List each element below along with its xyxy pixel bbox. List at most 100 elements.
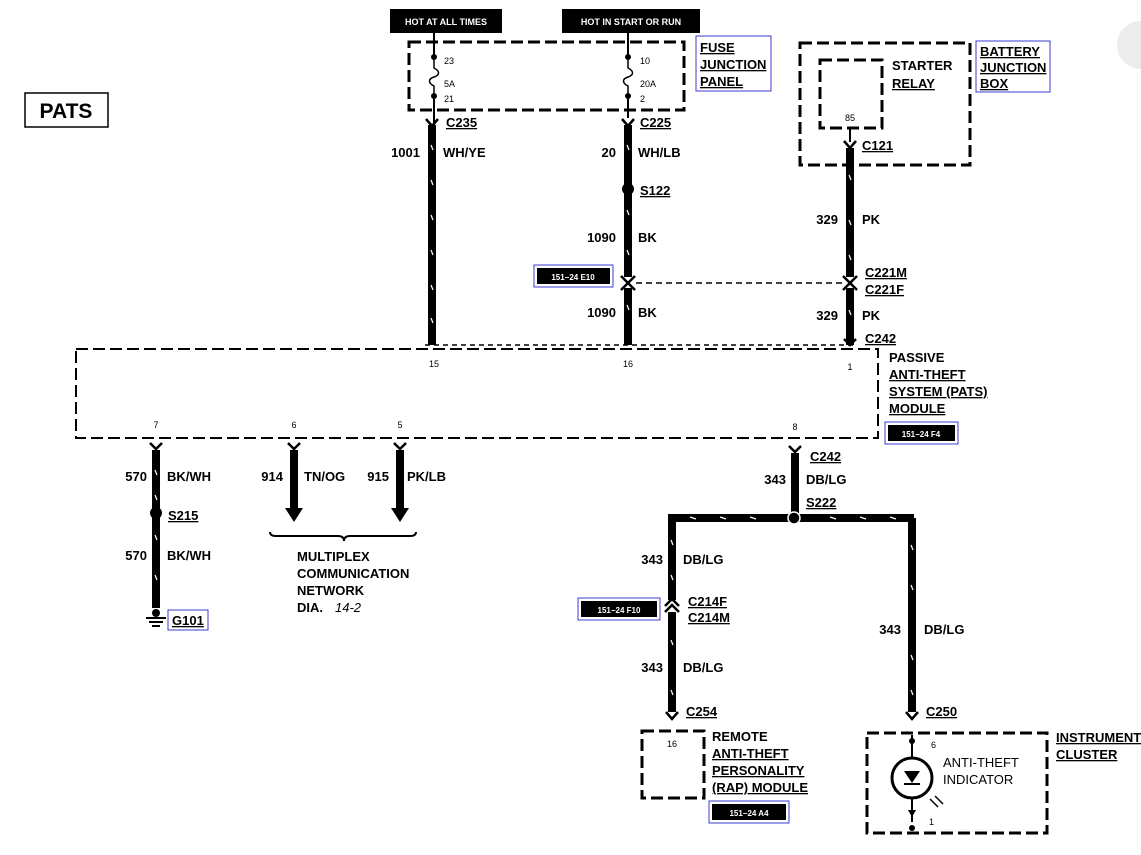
wire-914-color: TN/OG: [304, 469, 345, 484]
battery-junction-box: [798, 41, 972, 167]
multiplex-dia-prefix: DIA.: [297, 600, 323, 615]
pats-pin-5: 5: [397, 420, 402, 430]
wire-343c-color: DB/LG: [683, 660, 723, 675]
wire-329b-color: PK: [862, 308, 881, 323]
wire-343b-circuit: 343: [641, 552, 663, 567]
wire-915-circuit: 915: [367, 469, 389, 484]
multiplex-label-3: NETWORK: [297, 583, 365, 598]
starter-relay-pin: 85: [845, 113, 855, 123]
cluster-pin-6: 6: [931, 740, 936, 750]
fuse-2-symbol: [622, 60, 634, 95]
instrument-cluster-label-1: INSTRUMENT: [1056, 730, 1141, 745]
wire-1001-circuit: 1001: [391, 145, 420, 160]
wire-20-color: WH/LB: [638, 145, 681, 160]
wire-20-circuit: 20: [602, 145, 616, 160]
pats-pin-6: 6: [291, 420, 296, 430]
wire-343d-circuit: 343: [879, 622, 901, 637]
ref-tag-f10: [581, 601, 657, 617]
ref-tag-e10: [537, 268, 610, 284]
wire-343a-circuit: 343: [764, 472, 786, 487]
cluster-pin-1: 1: [929, 817, 934, 827]
pats-module-box: [75, 348, 879, 439]
wire-570a-circuit: 570: [125, 469, 147, 484]
ref-tag-f10-link[interactable]: [577, 597, 661, 621]
wire-343c-circuit: 343: [641, 660, 663, 675]
fuse-junction-panel-label-2: JUNCTION: [700, 57, 766, 72]
pats-pin-8: 8: [792, 422, 797, 432]
ref-tag-f4: [888, 425, 955, 441]
wire-1090a-color: BK: [638, 230, 657, 245]
connector-c242-top: C242: [865, 331, 896, 346]
pats-pin-1: 1: [847, 362, 852, 372]
battery-junction-box-link[interactable]: [975, 40, 1051, 93]
wire-343d-color: DB/LG: [924, 622, 964, 637]
ref-tag-f4-link[interactable]: [884, 421, 959, 445]
battery-junction-box-label-1: BATTERY: [980, 44, 1040, 59]
ref-tag-a4-link[interactable]: [708, 800, 790, 824]
splice-s122: [622, 183, 634, 195]
indicator-label-1: ANTI-THEFT: [943, 755, 1019, 770]
rap-module-box: [640, 729, 706, 800]
rap-module-pin: 16: [667, 739, 677, 749]
fuse-junction-panel-box: [407, 40, 686, 112]
starter-relay-label-1: STARTER: [892, 58, 953, 73]
pats-pin-15: 15: [429, 359, 439, 369]
wire-1090b-circuit: 1090: [587, 305, 616, 320]
wire-570b-circuit: 570: [125, 548, 147, 563]
fuse-1-symbol: [428, 60, 440, 95]
wire-570b-color: BK/WH: [167, 548, 211, 563]
wire-1090b-color: BK: [638, 305, 657, 320]
wire-343a-color: DB/LG: [806, 472, 846, 487]
rap-module-label-4: (RAP) MODULE: [712, 780, 808, 795]
connector-c221f: C221F: [865, 282, 904, 297]
splice-s222-label: S222: [806, 495, 836, 510]
fuse-1-bottom-pin: 21: [444, 94, 454, 104]
connector-c121: C121: [862, 138, 893, 153]
ref-tag-e10-link[interactable]: [533, 264, 614, 288]
wire-329a-color: PK: [862, 212, 881, 227]
ground-g101-link[interactable]: [167, 609, 209, 631]
connector-c242-bottom: C242: [810, 449, 841, 464]
splice-s215: [150, 507, 162, 519]
connector-c250: C250: [926, 704, 957, 719]
fuse-junction-panel-label-1: FUSE: [700, 40, 735, 55]
fuse-2-rating: 20A: [640, 79, 656, 89]
hot-in-start-or-run-header: [562, 9, 700, 33]
pats-module-label-3: SYSTEM (PATS): [889, 384, 987, 399]
pats-module-label-2: ANTI-THEFT: [889, 367, 966, 382]
ground-g101-label: G101: [172, 613, 204, 628]
multiplex-label-2: COMMUNICATION: [297, 566, 409, 581]
instrument-cluster-box: [865, 731, 1049, 835]
multiplex-dia-ref[interactable]: 14-2: [335, 600, 362, 615]
fuse-junction-panel-link[interactable]: [695, 35, 772, 92]
wire-329a-circuit: 329: [816, 212, 838, 227]
light-emission-icon: [929, 795, 944, 808]
wire-343b-color: DB/LG: [683, 552, 723, 567]
hot-at-all-times-text: HOT AT ALL TIMES: [405, 17, 487, 27]
wire-914-circuit: 914: [261, 469, 283, 484]
fuse-2-bottom-pin: 2: [640, 94, 645, 104]
connector-c221m: C221M: [865, 265, 907, 280]
hot-in-start-or-run-text: HOT IN START OR RUN: [581, 17, 681, 27]
splice-s222: [787, 511, 801, 525]
splice-s122-label: S122: [640, 183, 670, 198]
starter-relay-label-2: RELAY: [892, 76, 935, 91]
splice-s215-label: S215: [168, 508, 198, 523]
fuse-1-top-pin: 23: [444, 56, 454, 66]
wire-1001-color: WH/YE: [443, 145, 486, 160]
fuse-2-top-pin: 10: [640, 56, 650, 66]
fuse-junction-panel-label-3: PANEL: [700, 74, 743, 89]
rap-module-label-1: REMOTE: [712, 729, 768, 744]
instrument-cluster-label-2: CLUSTER: [1056, 747, 1118, 762]
rap-module-label-3: PERSONALITY: [712, 763, 805, 778]
page-label: PATS: [40, 100, 93, 123]
multiplex-label-1: MULTIPLEX: [297, 549, 370, 564]
battery-junction-box-label-2: JUNCTION: [980, 60, 1046, 75]
pats-pin-7: 7: [153, 420, 158, 430]
hot-at-all-times-header: [390, 9, 502, 33]
battery-junction-box-label-3: BOX: [980, 76, 1009, 91]
wire-570a-color: BK/WH: [167, 469, 211, 484]
connector-c214f: C214F: [688, 594, 727, 609]
rap-module-label-2: ANTI-THEFT: [712, 746, 789, 761]
